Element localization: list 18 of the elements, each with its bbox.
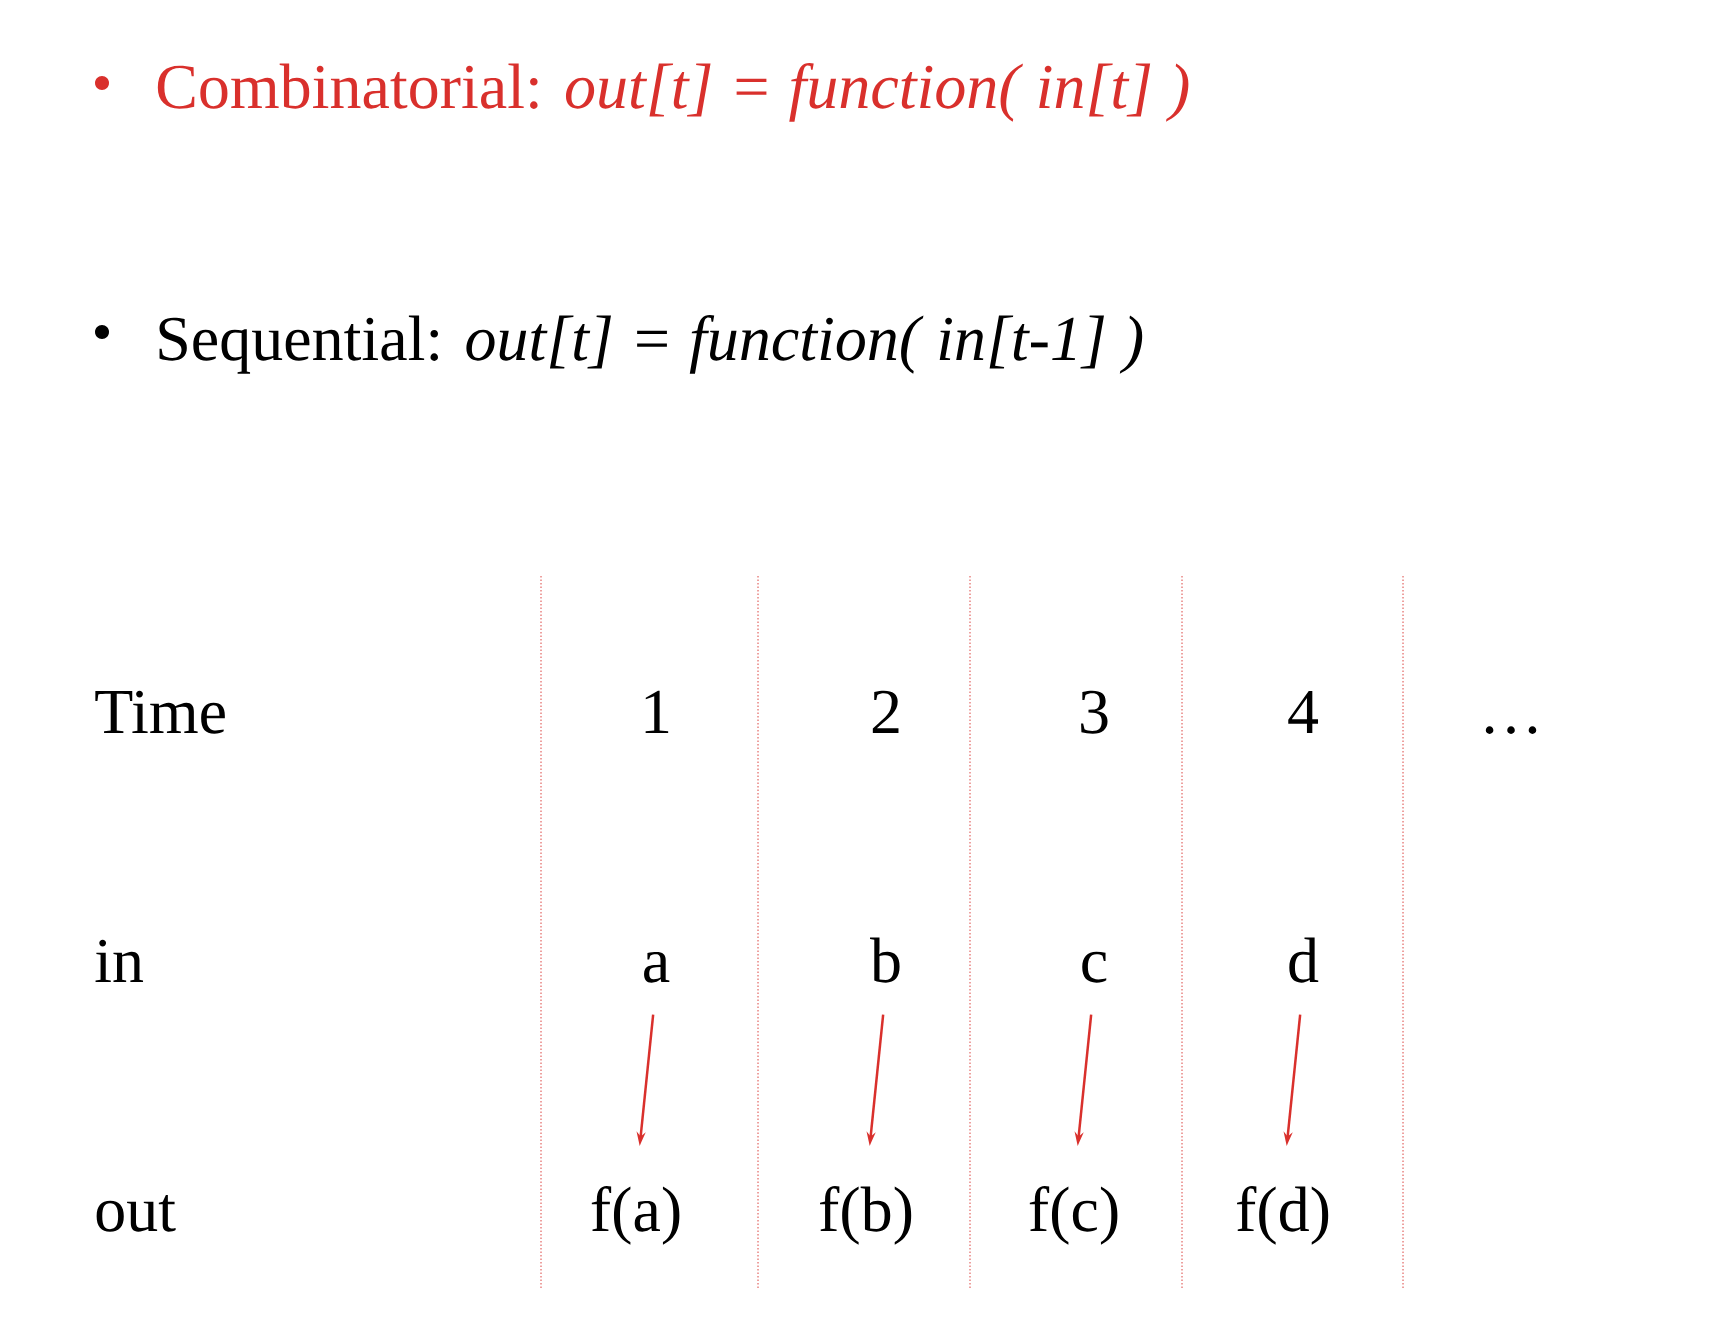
ellipsis: …	[1485, 726, 1537, 734]
row-label: out	[96, 1195, 176, 1232]
time-step: 4	[1288, 690, 1318, 733]
time-step: 3	[1081, 690, 1108, 734]
time-step: 1	[645, 690, 669, 733]
signal-value: d	[1289, 937, 1319, 983]
signal-value: f(b)	[820, 1185, 912, 1245]
time-step: 2	[872, 690, 899, 733]
signal-value: b	[870, 937, 900, 983]
signal-value: a	[644, 952, 670, 983]
bullet-text: Combinatorial: out[t] = function( in[t] )	[157, 62, 1189, 122]
row-label: Time	[95, 690, 225, 734]
signal-value: f(d)	[1237, 1185, 1329, 1245]
signal-value: f(c)	[1029, 1185, 1118, 1245]
bullet-text: Sequential: out[t] = function( in[t-1] )	[159, 314, 1143, 374]
row-label: in	[95, 939, 144, 982]
signal-value: c	[1082, 951, 1107, 983]
signal-value: f(a)	[591, 1185, 680, 1245]
